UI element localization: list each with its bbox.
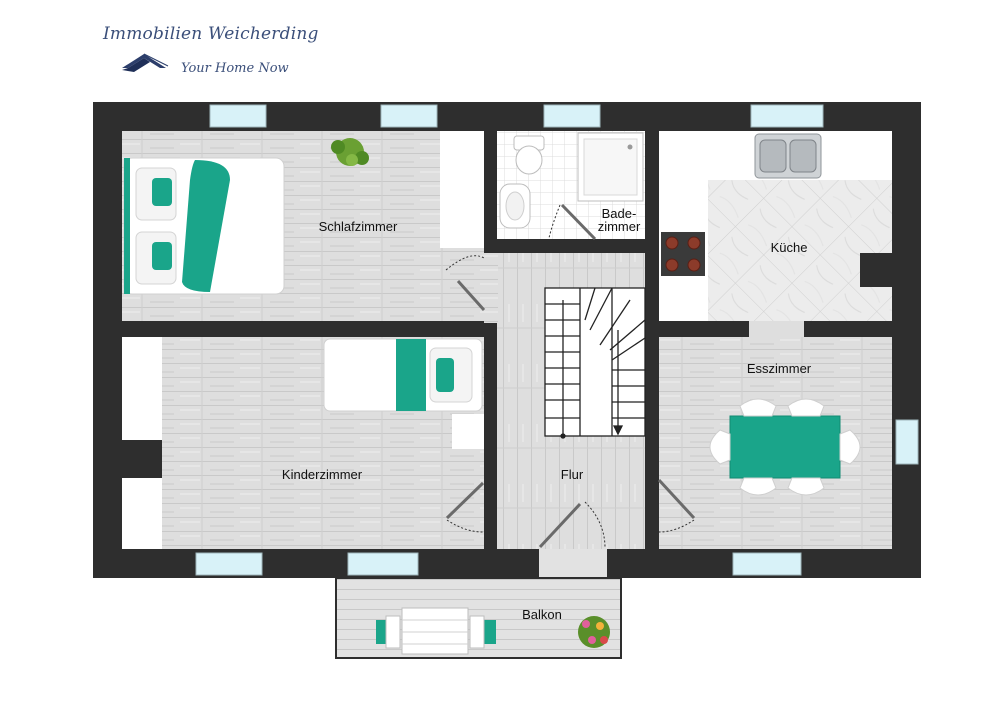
single-bed [323, 338, 483, 412]
label-balkon: Balkon [522, 607, 562, 622]
kinderzimmer-shelf [452, 414, 484, 449]
kitchen-opening [749, 321, 804, 337]
sink-icon [499, 183, 531, 229]
label-flur: Flur [561, 467, 584, 482]
dining-table [709, 398, 861, 496]
kinderzimmer-closet-bottom [122, 478, 162, 549]
doors [445, 203, 696, 549]
door-opening-flur-left [484, 253, 498, 323]
shower-icon [577, 132, 644, 202]
stove-icon [661, 232, 705, 276]
roof-logo-icon [122, 53, 169, 72]
label-badezimmer-1: Bade- [602, 206, 637, 221]
label-schlafzimmer: Schlafzimmer [319, 219, 398, 234]
plant-icon [331, 138, 369, 166]
toilet-icon [513, 135, 545, 175]
kueche-pillar [860, 253, 892, 287]
label-badezimmer-2: zimmer [598, 219, 641, 234]
kinderzimmer-closet-top [122, 337, 162, 440]
label-esszimmer: Esszimmer [747, 361, 812, 376]
kueche-tile-area [708, 180, 892, 321]
brand-tagline: Your Home Now [181, 61, 289, 76]
kitchen-wall-left [659, 321, 749, 337]
double-bed [123, 157, 285, 295]
staircase [544, 287, 646, 439]
kitchen-wall-right [804, 321, 892, 337]
bath-wall-left [497, 239, 547, 253]
label-kinderzimmer: Kinderzimmer [282, 467, 363, 482]
balcony-table [376, 607, 496, 655]
windows [195, 104, 919, 576]
brand-name: Immobilien Weicherding [103, 24, 319, 44]
bath-wall-right [597, 239, 645, 253]
kitchen-sink-icon [754, 133, 822, 179]
kinderzimmer-pillar [122, 440, 162, 478]
label-kueche: Küche [771, 240, 808, 255]
balcony-door-opening [539, 549, 607, 578]
flower-pot-icon [578, 616, 610, 648]
schlafzimmer-closet [440, 131, 484, 248]
